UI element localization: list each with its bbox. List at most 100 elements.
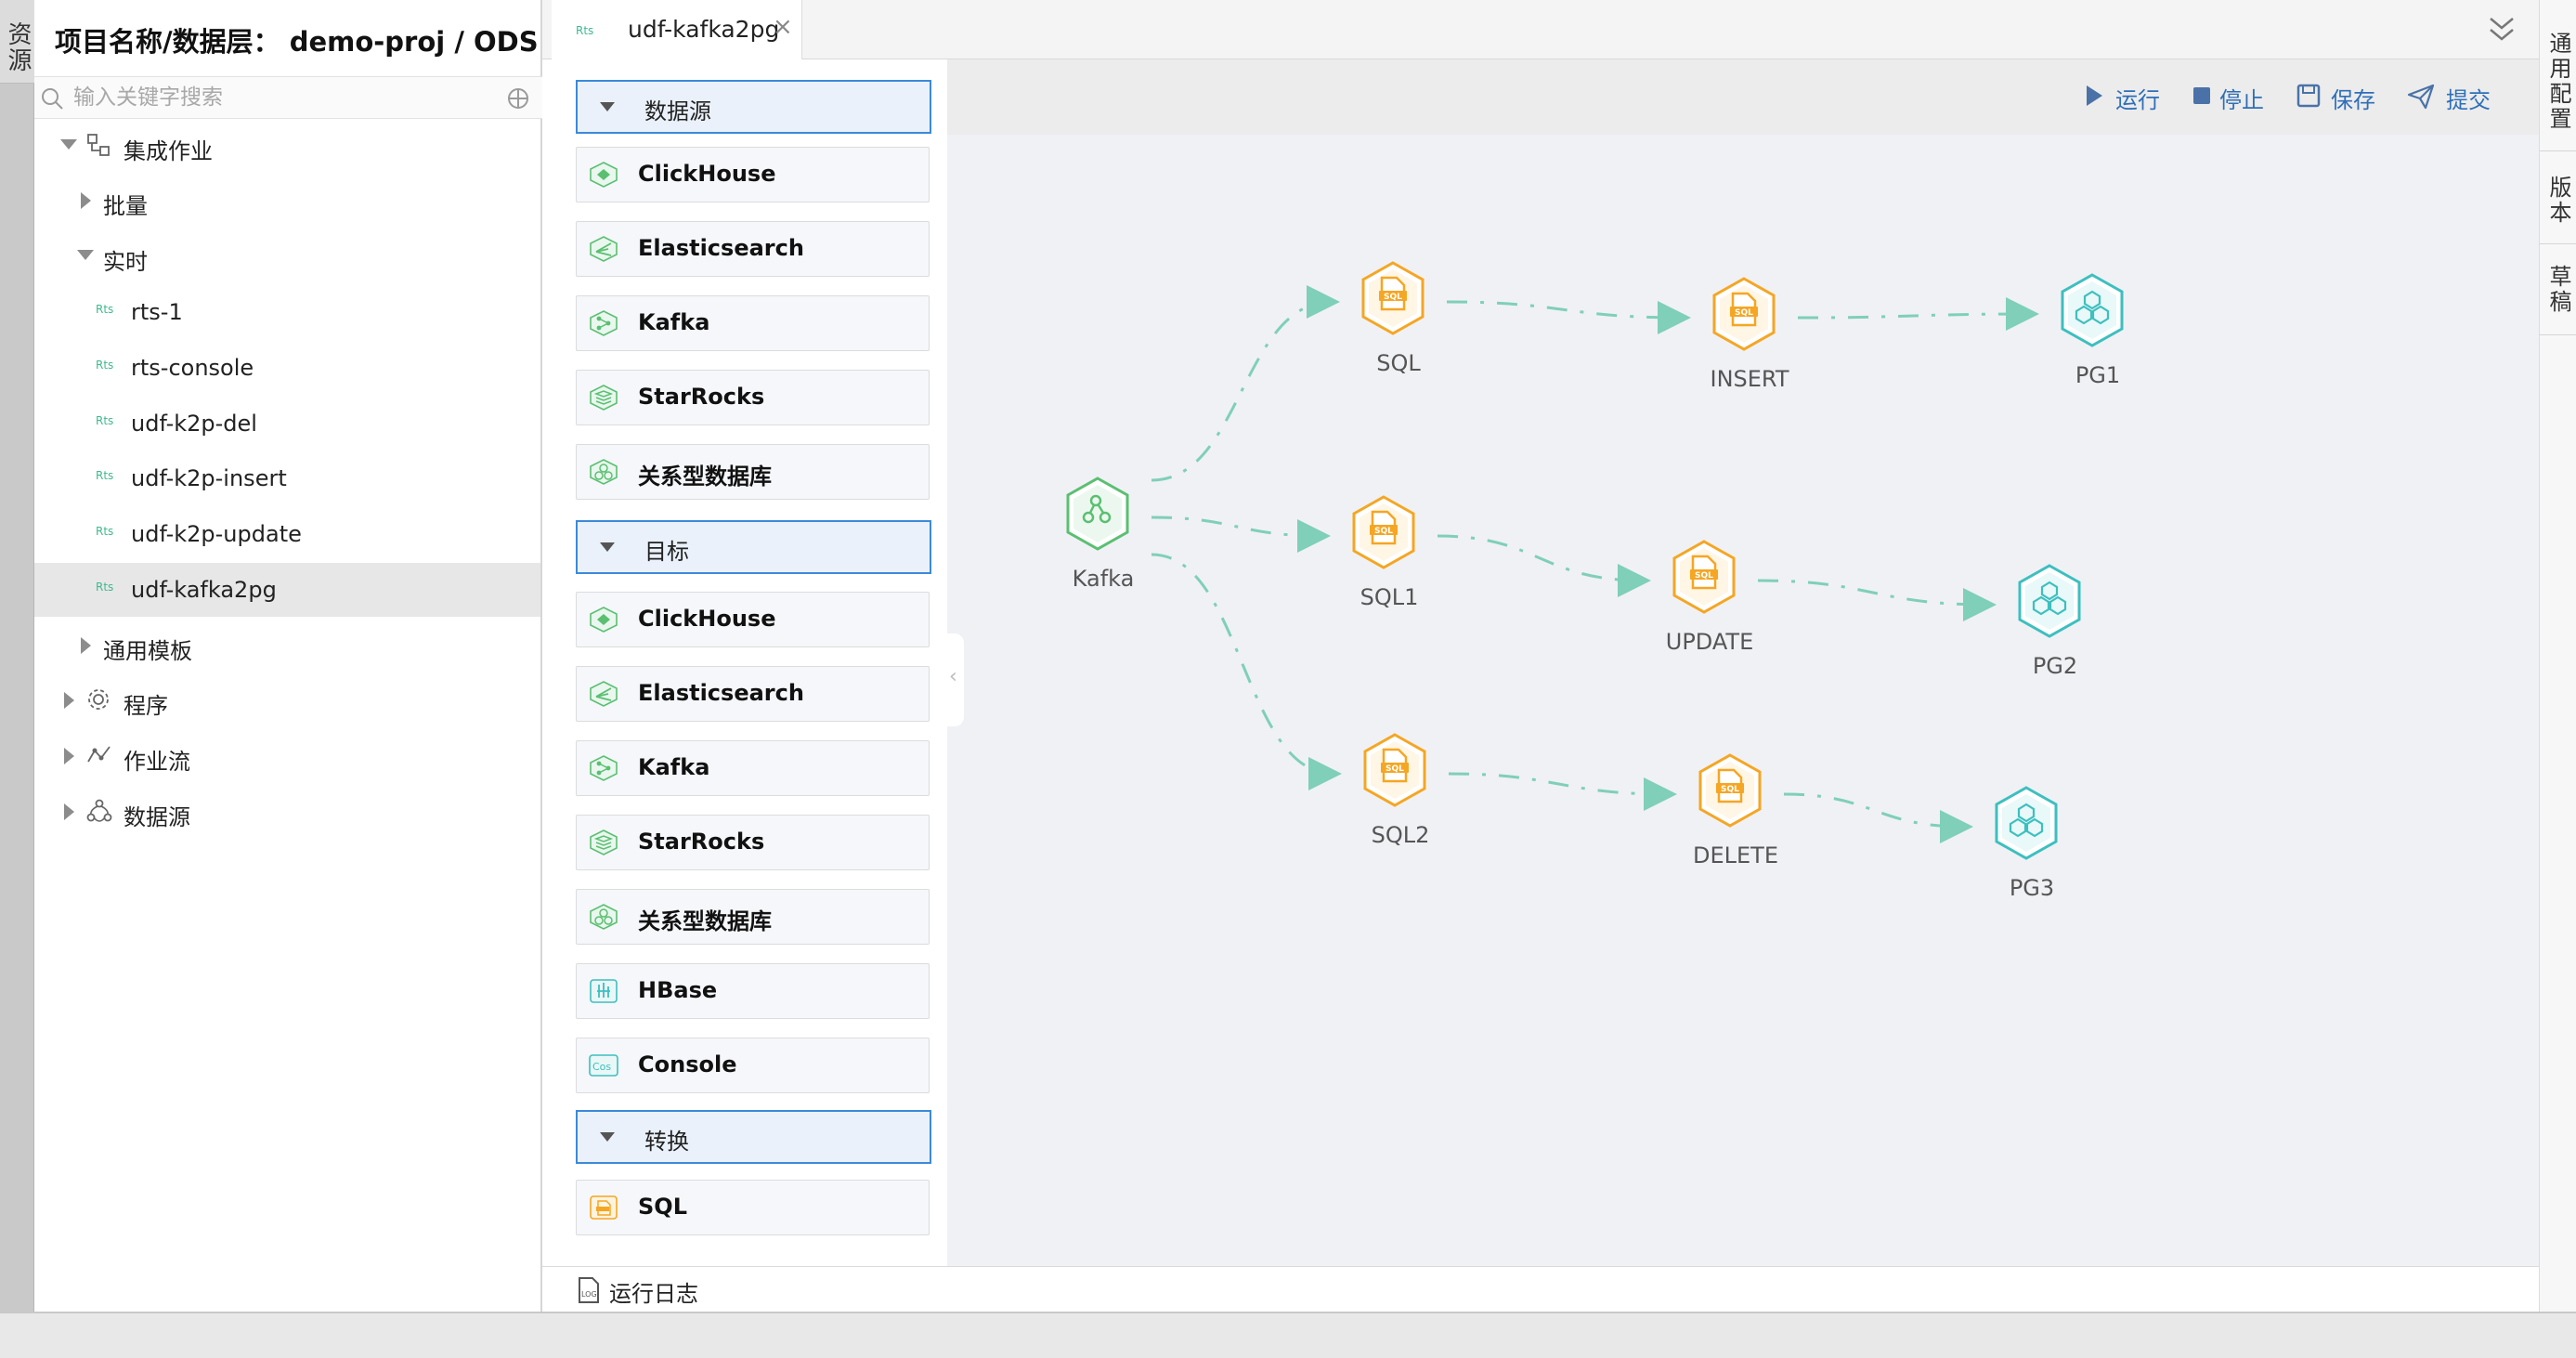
log-icon: LOG <box>579 1277 599 1303</box>
save-button[interactable]: 保存 <box>2296 76 2398 117</box>
resource-side-tab[interactable]: 资源 <box>0 0 34 84</box>
rts-badge: Rts <box>576 24 594 37</box>
caret-down-icon[interactable] <box>77 250 94 260</box>
palette-item[interactable]: ClickHouse <box>576 147 930 202</box>
palette-item[interactable]: Elasticsearch <box>576 221 930 277</box>
palette-item[interactable]: Kafka <box>576 740 930 796</box>
flow-edge[interactable] <box>1757 579 1997 621</box>
palette-item-label: StarRocks <box>638 829 765 855</box>
rts-badge: Rts <box>96 469 114 482</box>
palette-item[interactable]: Kafka <box>576 295 930 351</box>
palette-item[interactable]: 关系型数据库 <box>576 444 930 500</box>
caret-right-icon[interactable] <box>64 803 74 820</box>
search-input[interactable] <box>72 81 489 114</box>
palette-item[interactable]: StarRocks <box>576 370 930 425</box>
caret-down-icon[interactable] <box>60 139 77 150</box>
flow-node-label: DELETE <box>1692 842 1778 868</box>
right-side-strip: 通用配置 版本 草稿 <box>2539 0 2576 1312</box>
flow-edge[interactable] <box>1783 792 1973 843</box>
run-log-bar[interactable]: LOG 运行日志 <box>542 1266 2539 1312</box>
flow-node-label: UPDATE <box>1665 629 1754 655</box>
flow-node[interactable]: PG1 <box>2042 273 2153 394</box>
postgres-node-icon <box>1995 786 2058 860</box>
palette-item[interactable]: StarRocks <box>576 815 930 870</box>
tree-item[interactable]: 批量 <box>34 174 540 228</box>
flow-node[interactable]: PG3 <box>1976 786 2088 907</box>
tree-item[interactable]: 实时 <box>34 229 540 283</box>
tree-item[interactable]: 数据源 <box>34 785 540 839</box>
flow-node[interactable]: PG2 <box>1999 564 2111 685</box>
palette-item-label: Kafka <box>638 754 710 780</box>
flow-edge[interactable] <box>1448 772 1677 811</box>
kafka-node-icon <box>1066 477 1129 551</box>
locate-icon[interactable] <box>506 86 530 111</box>
palette-item-label: Kafka <box>638 309 710 335</box>
flow-edge[interactable] <box>1151 553 1342 790</box>
double-chevron-down-icon[interactable] <box>2483 13 2520 46</box>
tree-item-label: 通用模板 <box>103 638 192 664</box>
caret-right-icon[interactable] <box>81 637 91 654</box>
tab-general-config[interactable]: 通用配置 <box>2540 0 2576 151</box>
tree-item-label: 实时 <box>103 249 148 275</box>
run-button[interactable]: 运行 <box>2084 76 2182 117</box>
save-icon <box>2296 84 2321 108</box>
palette-item[interactable]: 关系型数据库 <box>576 889 930 945</box>
flow-edge[interactable] <box>1437 534 1651 597</box>
palette-section-header[interactable]: 数据源 <box>576 80 931 134</box>
flow-node[interactable]: SQL DELETE <box>1680 753 1791 874</box>
flow-edge[interactable] <box>1797 297 2039 332</box>
caret-right-icon[interactable] <box>64 748 74 764</box>
close-icon[interactable]: × <box>773 13 793 41</box>
tree-item-label: 程序 <box>124 693 168 719</box>
tab-bar: Rts udf-kafka2pg × <box>542 0 2539 59</box>
flow-node[interactable]: Kafka <box>1047 477 1159 597</box>
postgres-node-icon <box>2061 273 2124 347</box>
palette-item[interactable]: SQL <box>576 1180 930 1235</box>
gear-icon <box>86 687 111 717</box>
sql-icon <box>588 1194 619 1221</box>
tab-version[interactable]: 版本 <box>2540 137 2576 244</box>
sql-node-icon: SQL <box>1698 753 1762 828</box>
flow-edge[interactable] <box>1446 300 1691 334</box>
caret-right-icon[interactable] <box>64 692 74 709</box>
flow-node-label: SQL <box>1376 350 1421 376</box>
palette-item-label: 关系型数据库 <box>638 908 772 934</box>
tab-draft[interactable]: 草稿 <box>2540 223 2576 335</box>
rts-badge: Rts <box>96 303 114 316</box>
stop-button[interactable]: 停止 <box>2192 76 2284 117</box>
caret-right-icon[interactable] <box>81 192 91 209</box>
palette-item[interactable]: HBase <box>576 963 930 1019</box>
flow-edge[interactable] <box>1151 285 1340 482</box>
panel-collapse-handle[interactable]: ‹ <box>947 633 964 726</box>
palette-item-label: Elasticsearch <box>638 680 804 706</box>
palette-section-label: 转换 <box>644 1129 689 1155</box>
tree-item[interactable]: 集成作业 <box>34 119 540 173</box>
tree-item[interactable]: 程序 <box>34 673 540 727</box>
submit-button[interactable]: 提交 <box>2407 76 2518 117</box>
palette-section-header[interactable]: 转换 <box>576 1110 931 1164</box>
tab-udf-kafka2pg[interactable]: Rts udf-kafka2pg × <box>552 0 802 59</box>
tree-item[interactable]: 通用模板 <box>34 619 540 672</box>
palette-item[interactable]: Elasticsearch <box>576 666 930 722</box>
flow-node-label: PG1 <box>2075 362 2121 388</box>
palette-section-header[interactable]: 目标 <box>576 520 931 574</box>
flow-node-label: SQL1 <box>1360 584 1419 610</box>
flow-edge[interactable] <box>1151 516 1331 553</box>
palette-item[interactable]: ClickHouse <box>576 592 930 647</box>
tree-item[interactable]: 作业流 <box>34 729 540 783</box>
flow-edges <box>1151 285 2039 843</box>
